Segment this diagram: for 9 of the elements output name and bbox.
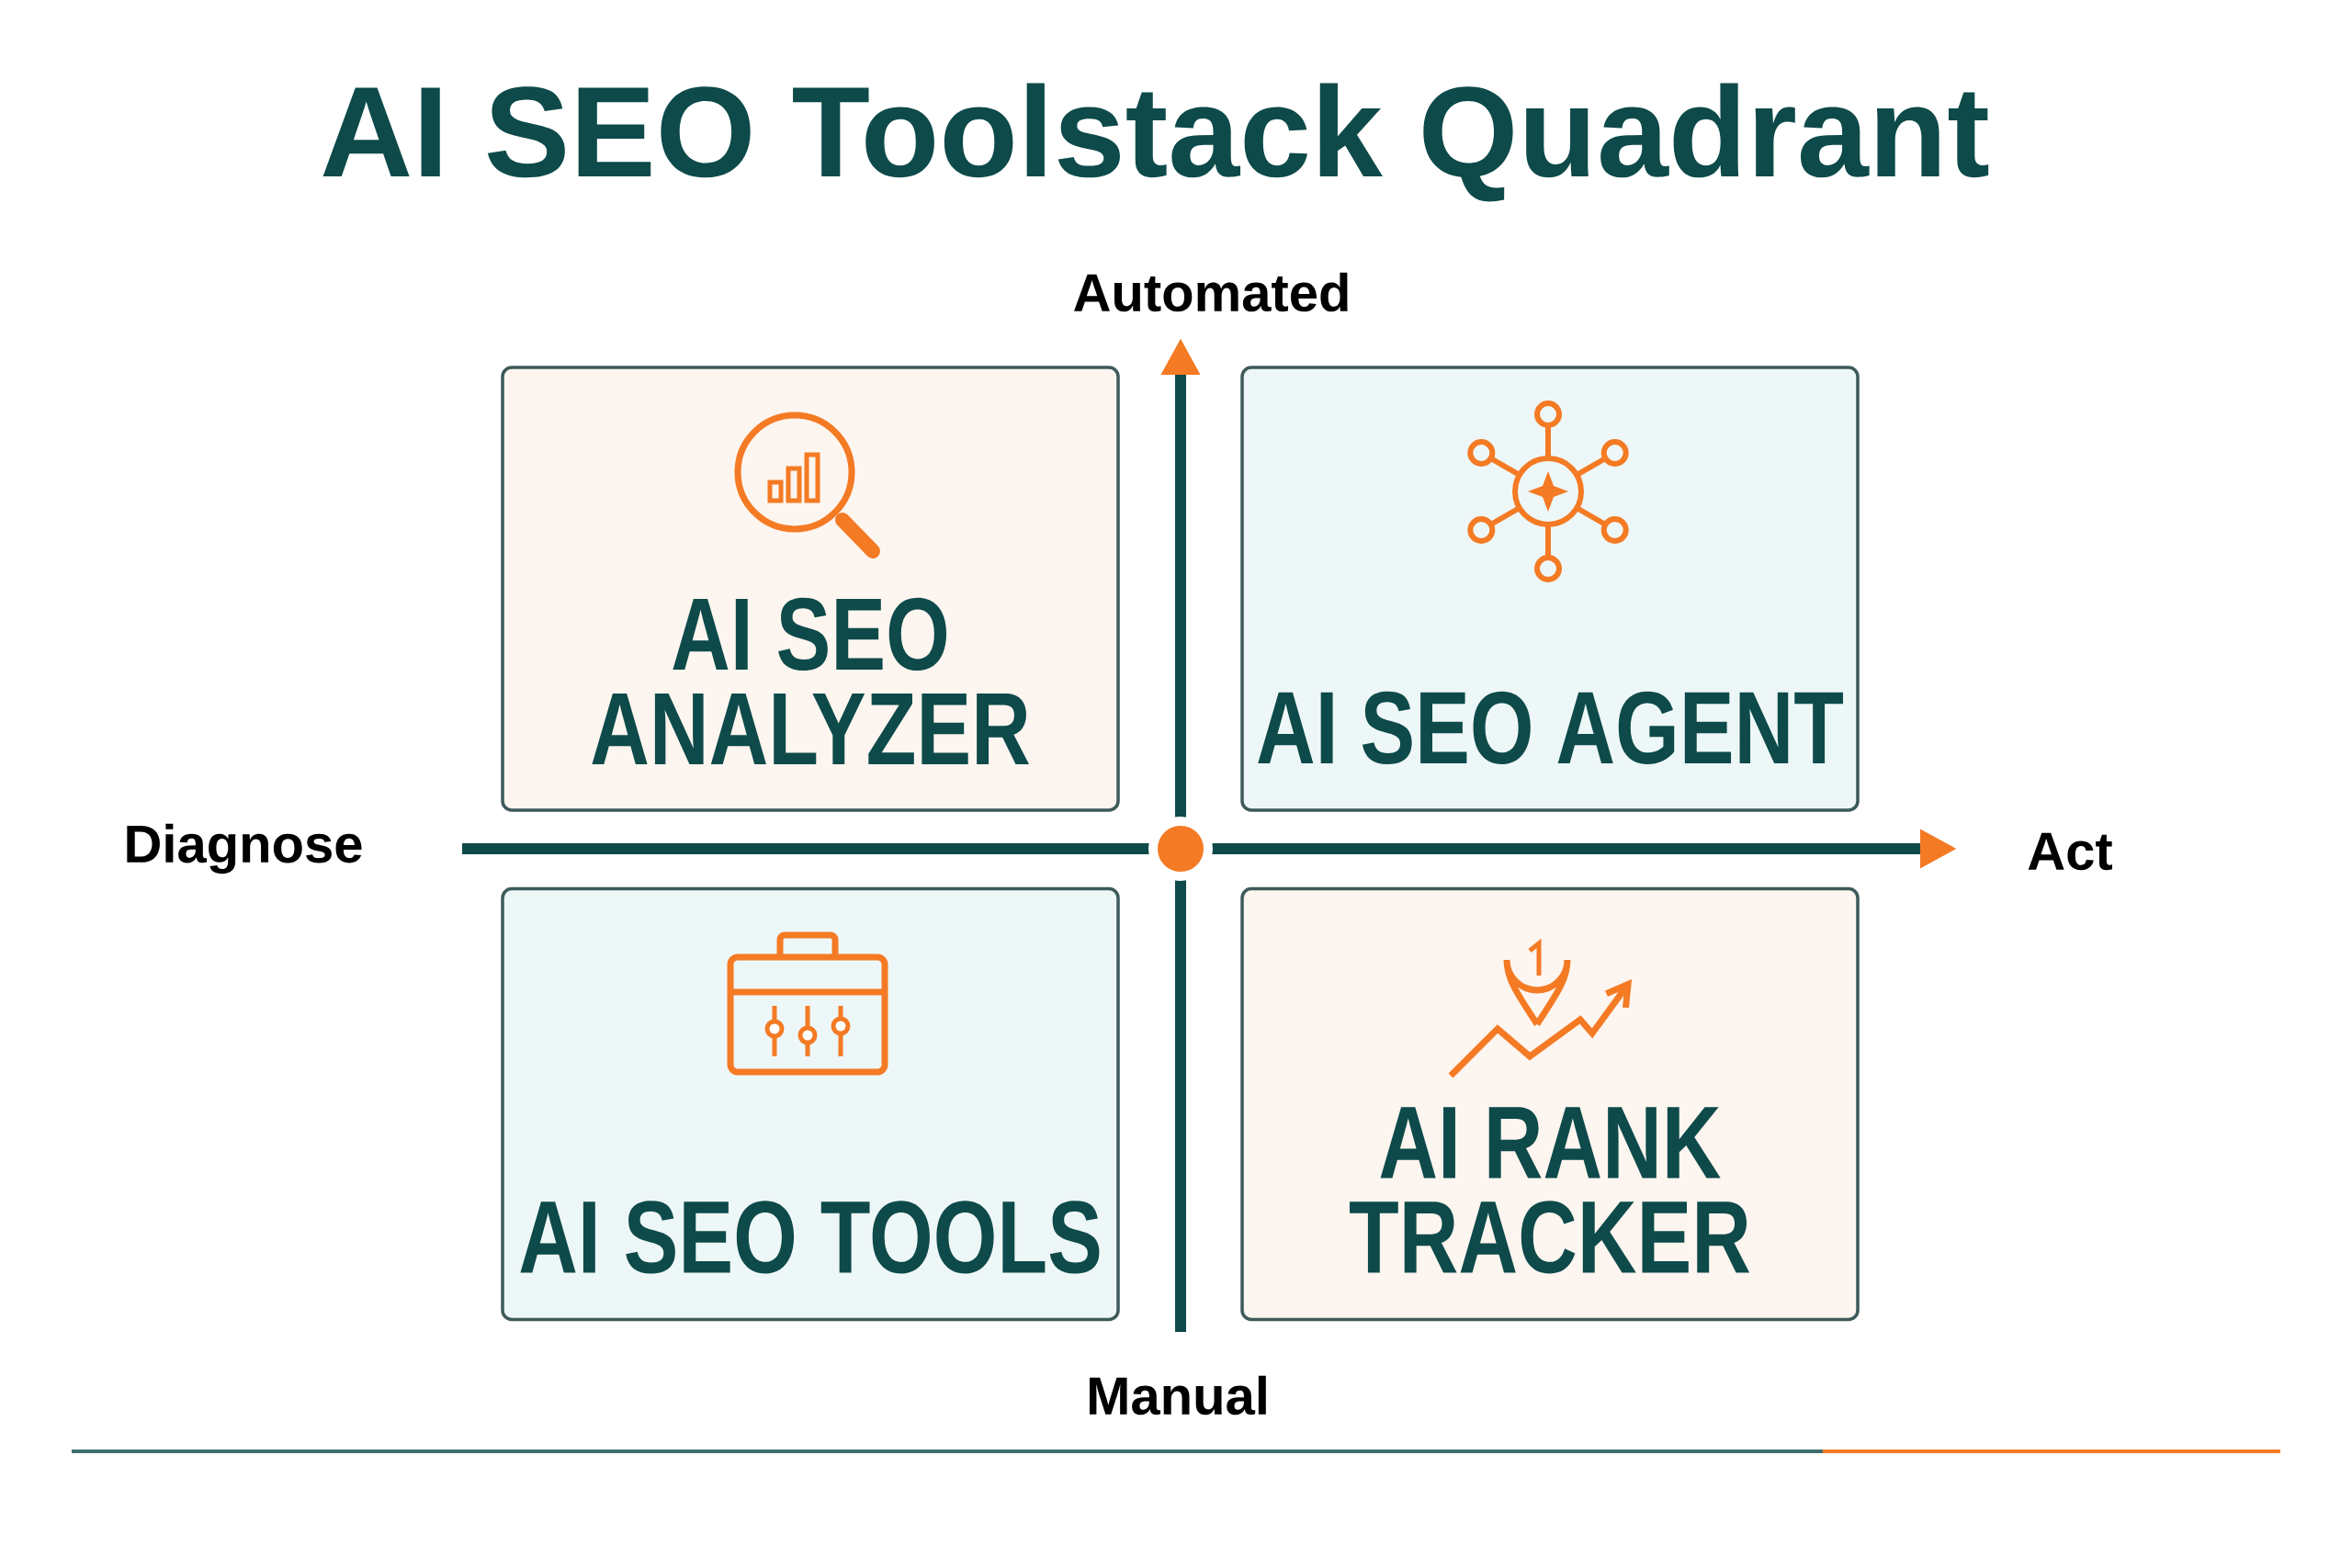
axis-label: Automated [1074,272,1348,312]
quadrant-box: AI SEO TOOLS [501,886,1120,1322]
quadrant-box: AI SEO AGENT [1240,366,1860,812]
quadrant-box: AI RANK TRACKER [1240,886,1860,1322]
quadrant-box: AI SEO ANALYZER [501,366,1120,812]
axis-label: Diagnose [127,823,362,874]
title: AI SEO Toolstack Quadrant [322,83,1989,202]
axis-label: Act [2028,832,2112,871]
axis-label: Manual [1090,1375,1266,1416]
